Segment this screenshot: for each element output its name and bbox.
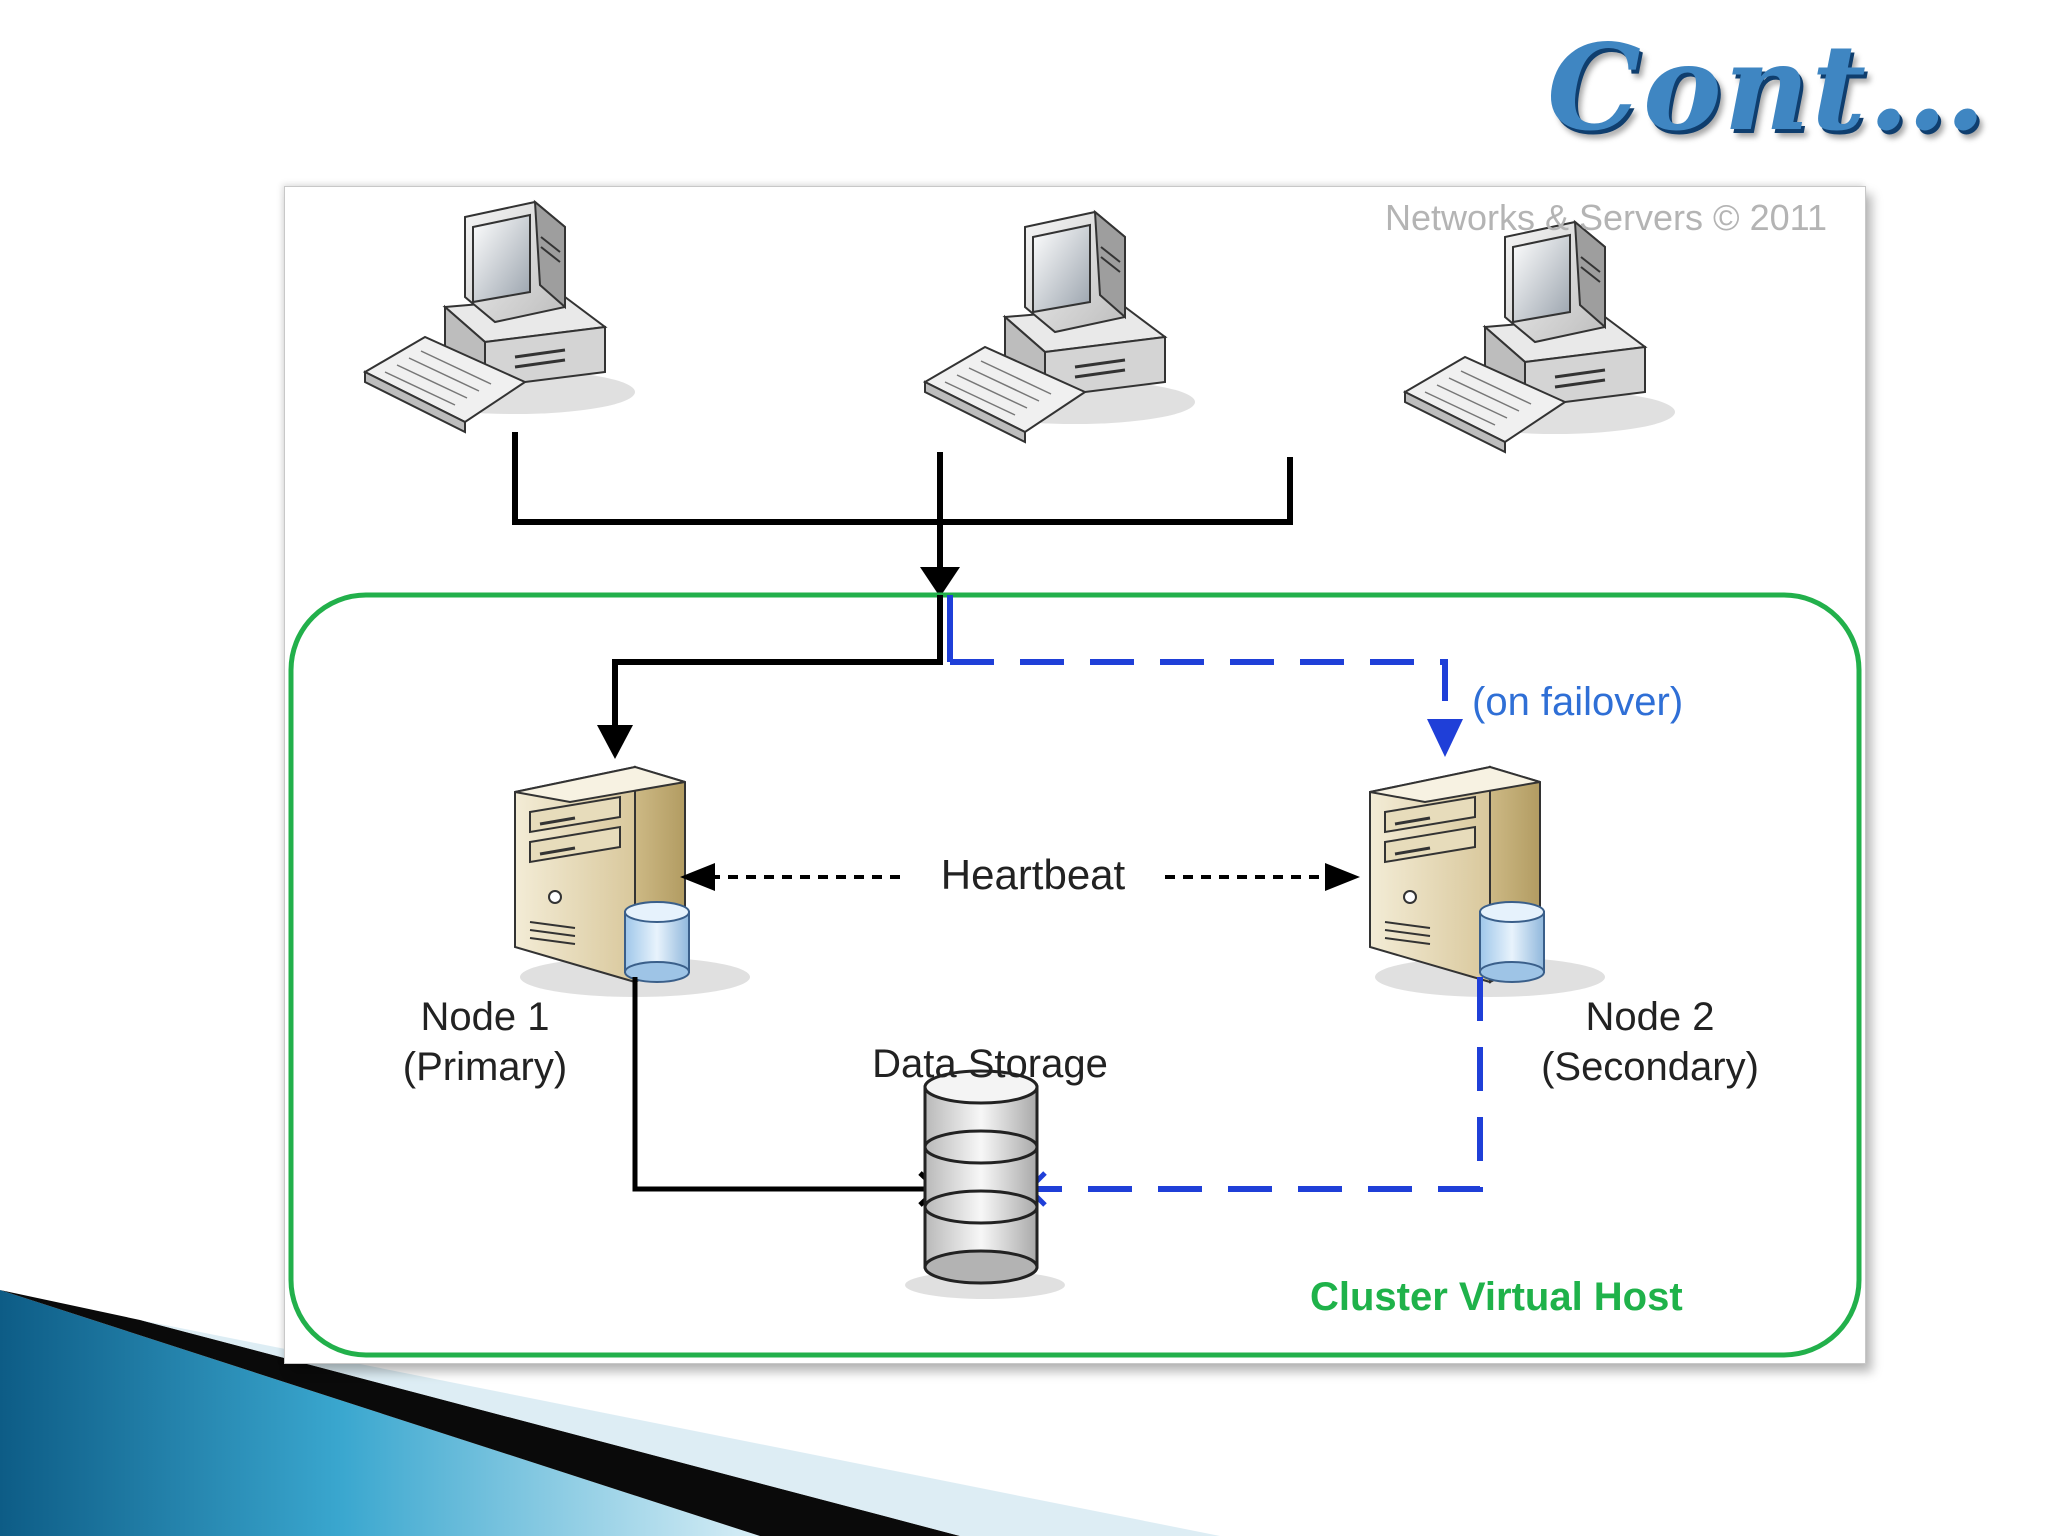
node2-role: (Secondary) bbox=[1541, 1045, 1759, 1089]
cluster-virtual-host-label: Cluster Virtual Host bbox=[1310, 1275, 1683, 1319]
node1-role: (Primary) bbox=[402, 1045, 568, 1089]
database-icon bbox=[905, 1069, 1065, 1299]
route-to-node1 bbox=[597, 595, 943, 759]
node1-storage-link bbox=[632, 977, 941, 1207]
heartbeat-label: Heartbeat bbox=[903, 850, 1163, 900]
diagram-frame: Networks & Servers © 2011 Heartbeat (on … bbox=[284, 186, 1866, 1364]
node2-name: Node 2 bbox=[1585, 995, 1715, 1039]
node2-storage-link bbox=[1025, 977, 1483, 1207]
server-icon bbox=[1368, 765, 1607, 999]
failover-label: (on failover) bbox=[1472, 680, 1684, 724]
client-computer-icon bbox=[363, 200, 637, 434]
client-computer-icon bbox=[1403, 220, 1677, 454]
cluster-diagram bbox=[288, 200, 1862, 1358]
node1-name: Node 1 bbox=[420, 995, 550, 1039]
arrow-down-to-cluster bbox=[920, 567, 960, 597]
failover-route bbox=[947, 595, 1463, 757]
node1-label: Node 1 (Primary) bbox=[365, 992, 605, 1092]
data-storage-label: Data Storage bbox=[872, 1042, 1108, 1086]
client-computer-icon bbox=[923, 210, 1197, 444]
heartbeat-link bbox=[680, 863, 1360, 891]
copyright-text: Networks & Servers © 2011 bbox=[1384, 197, 1827, 238]
heartbeat-text: Heartbeat bbox=[940, 851, 1126, 898]
node2-label: Node 2 (Secondary) bbox=[1500, 992, 1800, 1092]
slide-title: Cont… bbox=[1547, 18, 1988, 157]
client-network-lines bbox=[512, 432, 1293, 582]
cluster-virtual-host-boundary bbox=[288, 592, 1862, 1358]
